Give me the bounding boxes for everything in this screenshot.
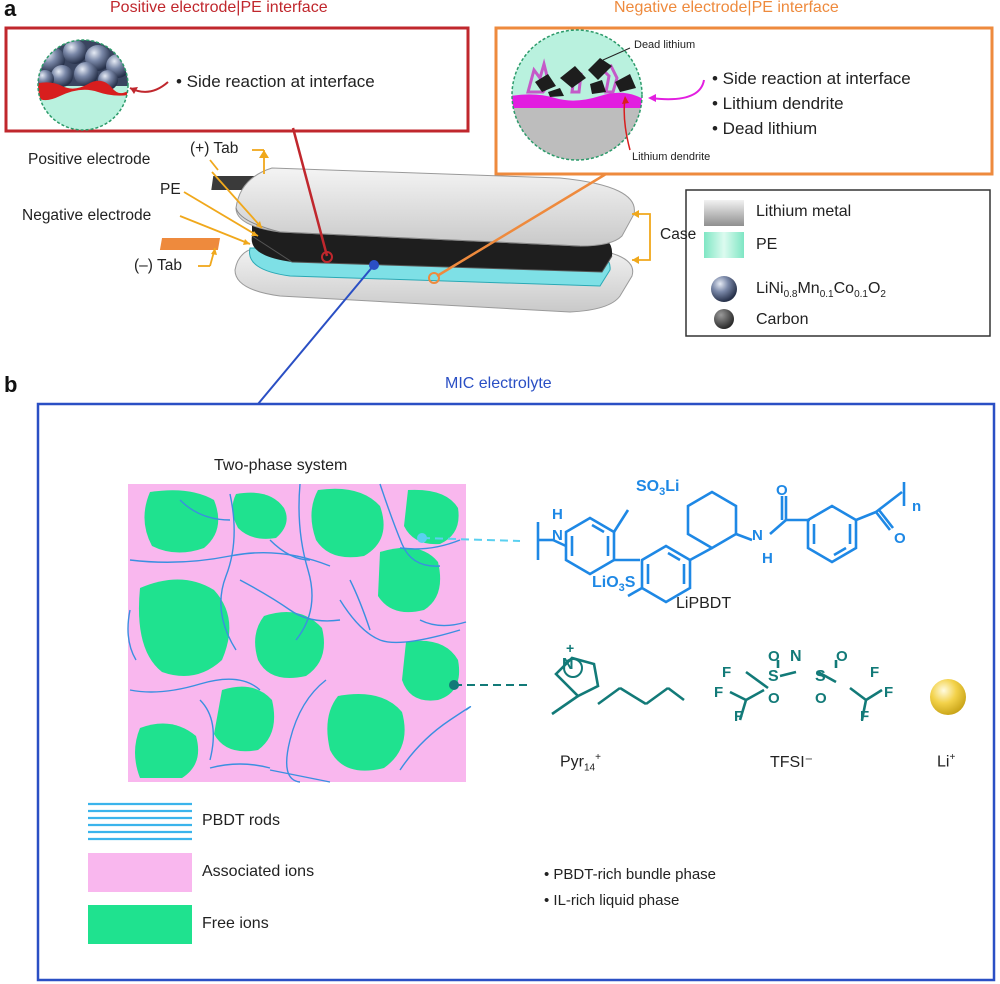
rods-swatch bbox=[88, 802, 192, 841]
lithium-ion-sphere bbox=[930, 679, 966, 715]
nh-right-label: H bbox=[762, 550, 773, 567]
tfsi-label: TFSI⁻ bbox=[770, 754, 814, 771]
legend-associated-label: Associated ions bbox=[202, 863, 315, 880]
legend-rods-label: PBDT rods bbox=[202, 812, 280, 829]
panel-b-letter: b bbox=[4, 372, 18, 397]
pyr-plus: + bbox=[566, 640, 575, 656]
lio3s-bottom-label: LiO3S bbox=[592, 574, 636, 595]
negative-bullet-1: • Side reaction at interface bbox=[712, 69, 911, 88]
pe-label: PE bbox=[160, 181, 181, 198]
lithium-dendrite-label: Lithium dendrite bbox=[632, 151, 711, 163]
pouch-cell bbox=[159, 167, 635, 313]
tfsi-f5: F bbox=[884, 684, 894, 701]
phase-bullet-2: • IL-rich liquid phase bbox=[544, 892, 680, 909]
lipbdt-label: LiPBDT bbox=[676, 595, 732, 612]
legend-ncm: LiNi0.8Mn0.1Co0.1O2 bbox=[756, 280, 886, 301]
tfsi-structure bbox=[729, 660, 883, 721]
positive-electrode-label: Positive electrode bbox=[28, 151, 151, 168]
n-right-label: N bbox=[752, 527, 763, 544]
positive-interface-box bbox=[4, 26, 470, 133]
legend-free-label: Free ions bbox=[202, 915, 269, 932]
tfsi-f4: F bbox=[870, 664, 880, 681]
panel-a-letter: a bbox=[4, 0, 17, 21]
tfsi-o4: O bbox=[815, 690, 827, 707]
legend-pe: PE bbox=[756, 236, 778, 253]
tfsi-f3: F bbox=[734, 708, 744, 725]
mic-electrolyte-title: MIC electrolyte bbox=[445, 375, 552, 392]
negative-bullet-2: • Lithium dendrite bbox=[712, 94, 844, 113]
negative-interface-arrow bbox=[649, 79, 705, 101]
negative-interface-box bbox=[494, 26, 994, 176]
tfsi-f1: F bbox=[722, 664, 732, 681]
tfsi-s-right: S bbox=[815, 668, 826, 685]
tfsi-o1: O bbox=[768, 648, 780, 665]
so3li-top-label: SO3Li bbox=[636, 478, 680, 499]
positive-interface-title: Positive electrode|PE interface bbox=[110, 0, 328, 16]
mic-electrolyte-box bbox=[36, 402, 996, 982]
li-label: Li+ bbox=[937, 752, 956, 771]
tfsi-f6: F bbox=[860, 708, 870, 725]
negative-bullet-3: • Dead lithium bbox=[712, 119, 818, 138]
nh-left-label: H bbox=[552, 506, 563, 523]
positive-interface-zoom bbox=[38, 40, 128, 130]
phase-bullet-1: • PBDT-rich bundle phase bbox=[544, 866, 717, 883]
dead-lithium-label: Dead lithium bbox=[634, 39, 696, 51]
neg-tab-label: (–) Tab bbox=[134, 257, 182, 274]
repeat-n-label: n bbox=[912, 498, 922, 515]
cell-label-arrows bbox=[179, 149, 651, 267]
pyr14-label: Pyr14+ bbox=[560, 752, 601, 774]
lipbdt-structure bbox=[536, 482, 906, 604]
negative-electrode-label: Negative electrode bbox=[22, 207, 152, 224]
two-phase-title: Two-phase system bbox=[214, 457, 348, 474]
negative-interface-title: Negative electrode|PE interface bbox=[614, 0, 839, 16]
legend-carbon: Carbon bbox=[756, 311, 809, 328]
negative-interface-zoom bbox=[512, 30, 642, 160]
case-label: Case bbox=[660, 226, 697, 243]
pyr-nitrogen: N bbox=[562, 656, 574, 673]
legend-lithium-metal: Lithium metal bbox=[756, 203, 852, 220]
positive-side-reaction: • Side reaction at interface bbox=[176, 72, 375, 91]
pos-tab-label: (+) Tab bbox=[190, 140, 239, 157]
free-swatch bbox=[88, 905, 192, 944]
carbonyl-o-left: O bbox=[776, 482, 788, 499]
tfsi-s-left: S bbox=[768, 668, 779, 685]
n-left-label: N bbox=[552, 527, 563, 544]
carbonyl-o-right: O bbox=[894, 530, 906, 547]
tfsi-o2: O bbox=[836, 648, 848, 665]
tfsi-f2: F bbox=[714, 684, 724, 701]
associated-swatch bbox=[88, 853, 192, 892]
tfsi-n: N bbox=[790, 648, 802, 665]
two-phase-map bbox=[127, 483, 472, 783]
tfsi-o3: O bbox=[768, 690, 780, 707]
